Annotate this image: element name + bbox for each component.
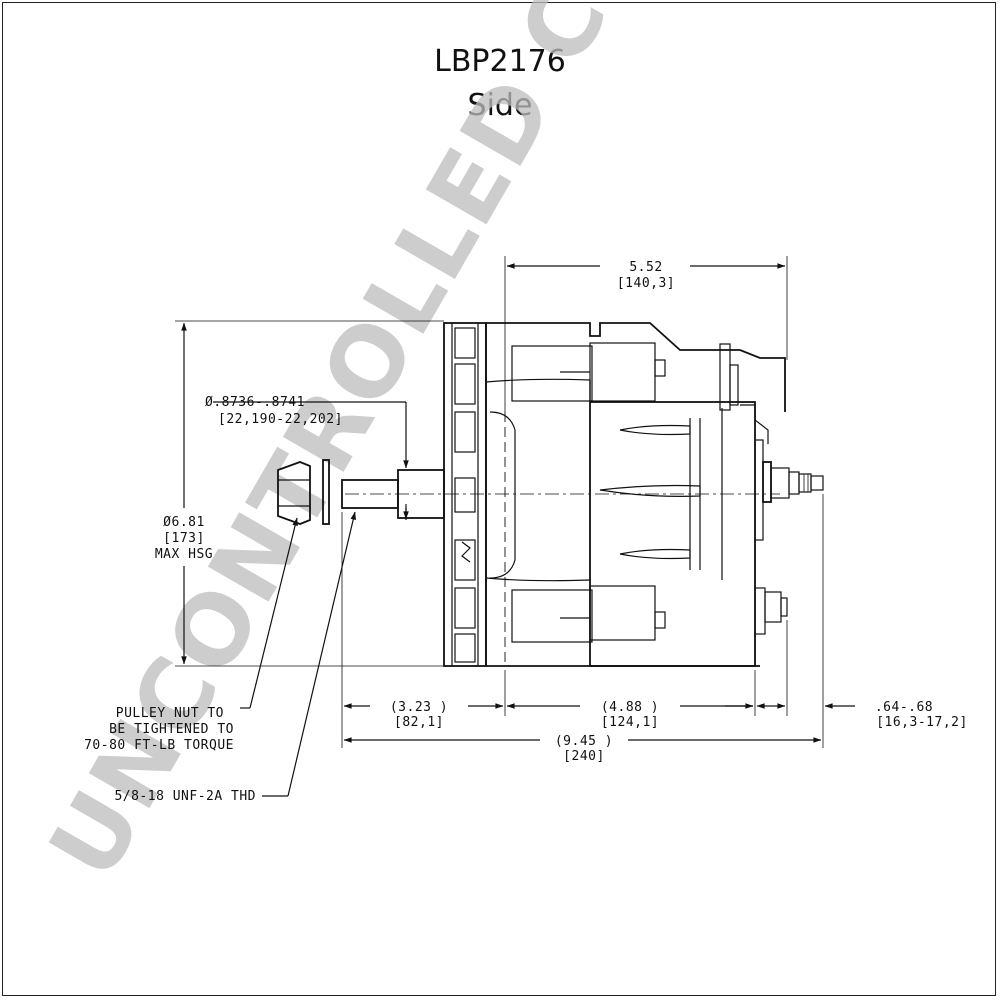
housing-note: MAX HSG	[155, 547, 213, 562]
thread-note: 5/8-18 UNF-2A THD	[114, 789, 256, 804]
watermark: UNCONTROLLED COPY	[28, 0, 744, 897]
pulley-note-line-1: PULLEY NUT TO	[116, 706, 224, 721]
body-length-dim: (4.88 )	[601, 700, 659, 715]
overall-width-mm: [140,3]	[617, 276, 675, 291]
housing-diameter-mm: [173]	[163, 531, 205, 546]
fan	[443, 322, 487, 667]
shaft-diameter-mm: [22,190-22,202]	[218, 412, 343, 427]
terminal-length-mm: [16,3-17,2]	[876, 715, 968, 730]
drawing-subtitle: Side	[467, 88, 533, 123]
washer	[322, 459, 330, 525]
body-length-mm: [124,1]	[601, 715, 659, 730]
terminal-length-dim: .64-.68	[875, 700, 933, 715]
alternator-body	[277, 322, 824, 667]
pulley-nut	[277, 461, 311, 525]
pulley-note-line-3: 70-80 FT-LB TORQUE	[84, 738, 234, 753]
housing-diameter-dim: Ø6.81	[163, 515, 205, 530]
dimension-lines	[175, 256, 855, 797]
pulley-note-line-2: BE TIGHTENED TO	[109, 722, 234, 737]
total-length-dim: (9.45 )	[555, 734, 613, 749]
shaft-diameter-dim: Ø.8736-.8741	[205, 395, 305, 410]
ground-terminal	[754, 587, 788, 635]
output-terminal	[770, 467, 824, 499]
drawing-title: LBP2176	[434, 44, 566, 79]
overall-width-dim: 5.52	[629, 260, 662, 275]
total-length-mm: [240]	[563, 749, 605, 764]
front-length-dim: (3.23 )	[390, 700, 448, 715]
front-length-mm: [82,1]	[394, 715, 444, 730]
